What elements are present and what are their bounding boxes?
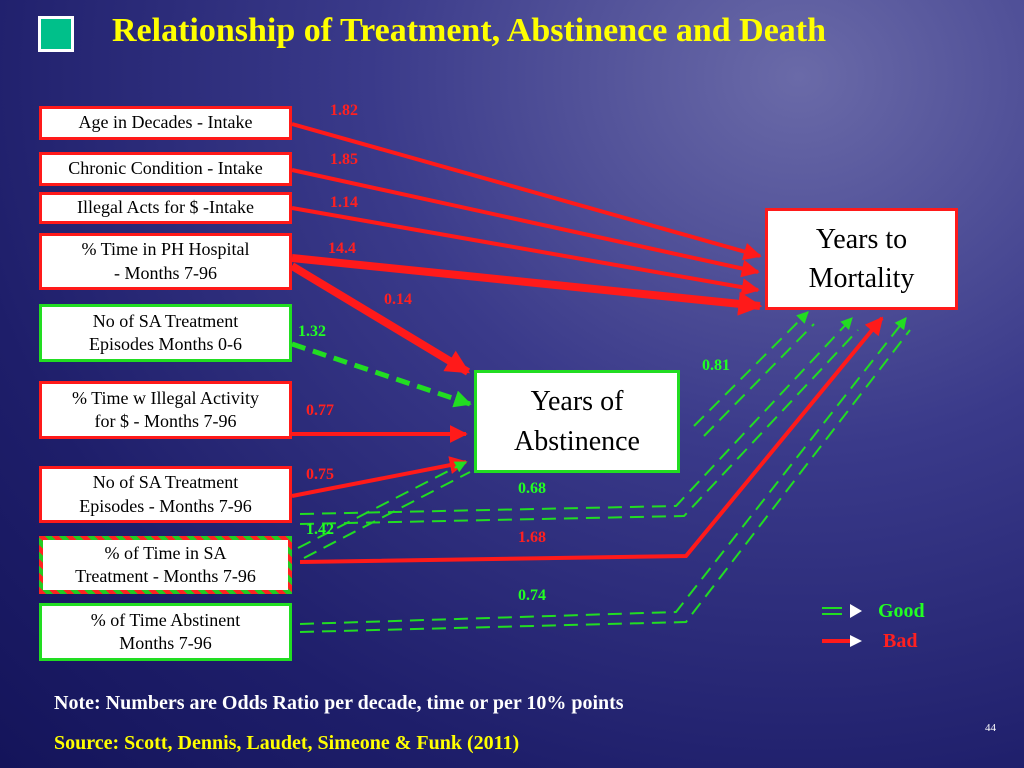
predictor-age-label: Age in Decades - Intake bbox=[78, 112, 253, 133]
label-abstinent-mortality: 0.74 bbox=[518, 587, 546, 604]
predictor-chronic-condition: Chronic Condition - Intake bbox=[39, 152, 292, 186]
path-hospital-mortality bbox=[291, 254, 763, 316]
mortality-line1: Years to bbox=[815, 223, 908, 255]
source-text: Source: Scott, Dennis, Laudet, Simeone &… bbox=[54, 732, 520, 754]
path-sa-time-mortality bbox=[299, 316, 884, 564]
predictor-illegal-acts: Illegal Acts for $ -Intake bbox=[39, 192, 292, 224]
path-chronic-mortality bbox=[291, 168, 760, 278]
path-hospital-abstinence bbox=[289, 262, 471, 376]
predictor-chronic-label: Chronic Condition - Intake bbox=[68, 158, 263, 179]
slide-title: Relationship of Treatment, Abstinence an… bbox=[112, 12, 827, 49]
abstinence-line1: Years of bbox=[530, 386, 624, 418]
title-square-icon bbox=[38, 16, 74, 52]
label-sa-time-mortality: 1.68 bbox=[518, 529, 546, 546]
predictor-time-abstinent-line1: % of Time Abstinent bbox=[90, 609, 241, 630]
legend-bad-arrow bbox=[822, 635, 862, 647]
label-abstinence-mortality: 0.81 bbox=[702, 357, 730, 374]
predictor-time-abstinent: % of Time Abstinent Months 7-96 bbox=[39, 603, 292, 661]
predictor-illegal-activity: % Time w Illegal Activity for $ - Months… bbox=[39, 381, 292, 439]
label-age: 1.82 bbox=[330, 102, 358, 119]
path-sa-episodes-0-6-abstinence bbox=[291, 341, 472, 408]
predictor-hospital-line2: - Months 7-96 bbox=[114, 262, 217, 283]
legend-good-arrow bbox=[822, 604, 862, 618]
label-chronic: 1.85 bbox=[330, 151, 358, 168]
predictor-time-abstinent-line2: Months 7-96 bbox=[119, 633, 212, 653]
predictor-sa-treatment-time: % of Time in SA Treatment - Months 7-96 bbox=[39, 536, 292, 594]
abstinence-line2: Abstinence bbox=[514, 425, 640, 457]
predictor-sa-episodes-7-96: No of SA Treatment Episodes - Months 7-9… bbox=[39, 466, 292, 523]
path-sa-episodes-abstinence bbox=[291, 456, 468, 498]
predictor-age: Age in Decades - Intake bbox=[39, 106, 292, 140]
predictor-illegal-activity-line2: for $ - Months 7-96 bbox=[94, 411, 237, 431]
outcome-years-to-mortality: Years to Mortality bbox=[765, 208, 958, 310]
predictor-sa-treatment-time-line2: Treatment - Months 7-96 bbox=[75, 566, 256, 586]
predictor-sa-episodes-0-6: No of SA Treatment Episodes Months 0-6 bbox=[39, 304, 292, 362]
predictor-sa-episodes-7-96-line2: Episodes - Months 7-96 bbox=[79, 495, 252, 516]
legend-bad-label: Bad bbox=[883, 630, 918, 652]
label-sa-episodes-7-96: 0.75 bbox=[306, 466, 334, 483]
path-abstinence-mortality bbox=[693, 311, 815, 437]
path-age-mortality bbox=[291, 122, 762, 261]
label-illegal-acts: 1.14 bbox=[330, 194, 358, 211]
mortality-line2: Mortality bbox=[808, 263, 915, 294]
label-sa-episodes-0-6: 1.32 bbox=[298, 323, 326, 340]
path-illegal-acts-mortality bbox=[291, 206, 760, 297]
predictor-sa-treatment-time-line1: % of Time in SA bbox=[104, 542, 227, 563]
outcome-years-of-abstinence: Years of Abstinence bbox=[474, 370, 680, 473]
predictor-sa-episodes-7-96-line1: No of SA Treatment bbox=[92, 472, 239, 493]
label-illegal-activity: 0.77 bbox=[306, 402, 334, 419]
note-text: Note: Numbers are Odds Ratio per decade,… bbox=[54, 692, 624, 714]
legend-good-label: Good bbox=[878, 600, 925, 622]
path-sa-time-abstinence bbox=[297, 461, 471, 559]
path-abstinent-mortality bbox=[299, 317, 911, 633]
predictor-sa-episodes-0-6-line1: No of SA Treatment bbox=[92, 310, 239, 331]
predictor-illegal-acts-label: Illegal Acts for $ -Intake bbox=[77, 197, 254, 218]
path-sa-episodes-mortality bbox=[299, 317, 859, 525]
label-hospital-abstinence: 0.14 bbox=[384, 291, 412, 308]
label-hospital-mortality: 14.4 bbox=[328, 240, 356, 257]
label-sa-episodes-mortality: 0.68 bbox=[518, 480, 546, 497]
predictor-hospital: % Time in PH Hospital - Months 7-96 bbox=[39, 233, 292, 290]
predictor-illegal-activity-line1: % Time w Illegal Activity bbox=[72, 387, 259, 408]
page-number: 44 bbox=[985, 722, 996, 734]
predictor-hospital-line1: % Time in PH Hospital bbox=[81, 239, 250, 260]
predictor-sa-episodes-0-6-line2: Episodes Months 0-6 bbox=[89, 334, 242, 354]
label-sa-time-abstinence: 1.42 bbox=[306, 521, 334, 538]
